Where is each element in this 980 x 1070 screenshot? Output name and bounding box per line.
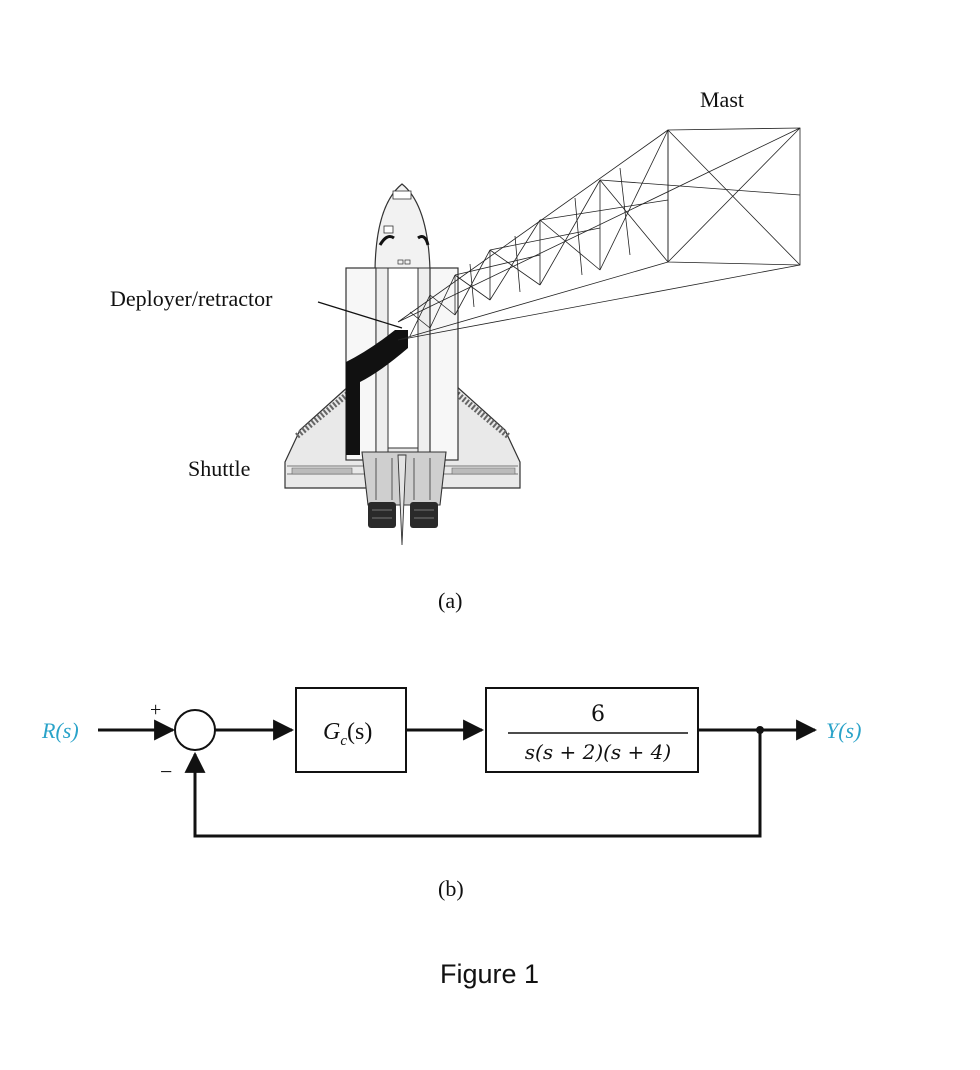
shuttle-label: Shuttle [188,456,250,481]
deployer-arm [346,330,408,455]
deployer-label: Deployer/retractor [110,286,273,311]
deployer-leader-line [317,301,403,329]
controller-transfer-function: Gc(s) [323,719,372,749]
plant-denominator: s(s + 2)(s + 4) [525,740,671,764]
shuttle-engines [361,451,447,546]
block-diagram: R(s) + − Gc(s) 6 s(s + 2)(s + 4) Y(s) (b… [41,687,861,901]
output-signal-label: Y(s) [826,718,861,743]
input-signal-label: R(s) [41,718,79,743]
mast-truss [397,127,801,341]
caption-b: (b) [438,876,464,901]
sum-minus-sign: − [160,759,172,784]
right-booster [417,267,459,461]
mast-label: Mast [700,87,744,112]
feedback-path [184,730,762,838]
controller-block [295,687,407,773]
figure-caption: Figure 1 [440,959,539,989]
sum-plus-sign: + [150,699,161,721]
plant-block [485,687,699,773]
summing-junction [174,709,216,751]
plant-numerator: 6 [591,702,605,727]
caption-a: (a) [438,588,462,613]
shuttle-nose [374,183,431,271]
shuttle-illustration: Mast Deployer/retractor Shuttle (a) [110,87,801,613]
